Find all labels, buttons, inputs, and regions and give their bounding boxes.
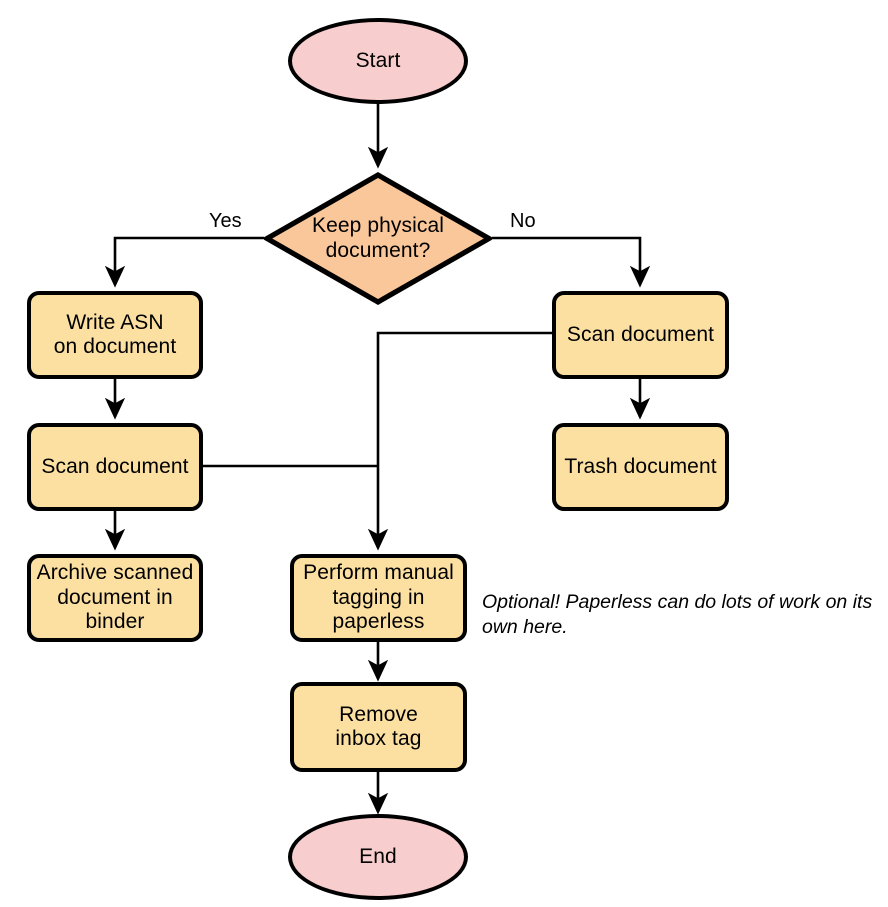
node-write-asn-on-document-label: Write ASN on document <box>53 310 177 358</box>
node-archive-scanned-document-in-binder-label: Archive scanned document in binder <box>36 561 194 634</box>
node-keep-physical-document[interactable]: Keep physical document? <box>264 172 492 305</box>
node-scan-document-right[interactable]: Scan document <box>552 291 729 379</box>
node-end[interactable]: End <box>288 814 468 900</box>
node-scan-document-left-label: Scan document <box>41 454 189 478</box>
node-write-asn-on-document[interactable]: Write ASN on document <box>27 291 203 379</box>
node-keep-physical-document-label: Keep physical document? <box>311 214 445 262</box>
edge-decision-yes-to-write-asn <box>104 236 264 288</box>
node-perform-manual-tagging[interactable]: Perform manual tagging in paperless <box>290 554 467 642</box>
node-trash-document-label: Trash document <box>564 454 717 478</box>
node-remove-inbox-tag[interactable]: Remove inbox tag <box>290 682 467 772</box>
node-scan-document-right-label: Scan document <box>566 322 715 346</box>
node-end-label: End <box>359 844 397 868</box>
node-perform-manual-tagging-label: Perform manual tagging in paperless <box>303 561 454 634</box>
edge-scan-right-to-manual-tagging <box>367 331 552 551</box>
node-trash-document[interactable]: Trash document <box>552 423 729 511</box>
edge-label-no: No <box>510 210 536 232</box>
node-remove-inbox-tag-label: Remove inbox tag <box>335 702 422 750</box>
node-start[interactable]: Start <box>288 18 468 104</box>
node-start-label: Start <box>355 48 401 72</box>
edge-decision-no-to-scan-right <box>492 236 651 288</box>
diamond-shape <box>264 172 492 305</box>
edge-label-yes: Yes <box>209 210 242 232</box>
annotation-optional-note: Optional! Paperless can do lots of work … <box>482 591 873 638</box>
node-archive-scanned-document-in-binder[interactable]: Archive scanned document in binder <box>27 554 203 642</box>
node-scan-document-left[interactable]: Scan document <box>27 423 203 511</box>
